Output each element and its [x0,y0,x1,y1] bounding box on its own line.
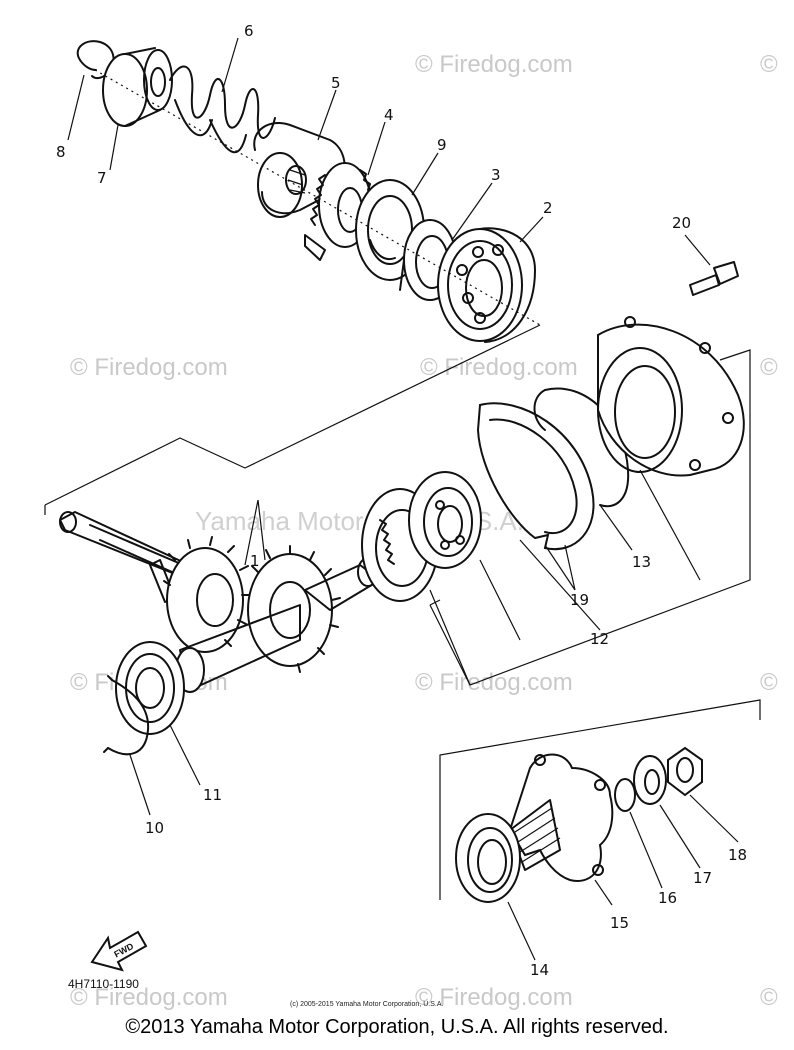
watermark: © Firedog.com [415,984,573,1011]
callout-17: 17 [693,869,712,887]
part-7-collar [102,47,173,127]
small-copyright: (c) 2005-2015 Yamaha Motor Corporation, … [290,1001,443,1008]
callout-15: 15 [610,914,629,932]
part-10-circlip [103,675,150,756]
callout-14: 14 [530,961,549,979]
assembly-12 [361,316,751,686]
callout-6: 6 [244,22,254,40]
watermark: © [760,669,778,696]
callout-10: 10 [145,819,164,837]
callout-12: 12 [590,630,609,648]
callout-2: 2 [543,199,553,217]
footer-copyright: ©2013 Yamaha Motor Corporation, U.S.A. A… [125,1016,669,1038]
part-20-bolt [689,261,739,296]
part-11-bearing [115,641,185,735]
watermark: © Firedog.com [415,51,573,78]
part-2-bearing [437,227,536,343]
watermark: © [760,354,778,381]
callout-16: 16 [658,889,677,907]
callout-5: 5 [331,74,341,92]
watermark: © [760,984,778,1011]
callout-7: 7 [97,169,107,187]
diagram-code: 4H7110-1190 [68,977,139,991]
upper-shaft-assembly [76,40,541,343]
lower-hub-assembly [439,699,761,903]
callout-9: 9 [437,136,447,154]
part-5-sleeve [253,122,346,218]
leader-lines [67,37,739,961]
assembly-1-frame [44,324,541,515]
callout-8: 8 [56,143,66,161]
part-6-spring [169,65,276,154]
watermark: © Firedog.com [70,354,228,381]
fwd-arrow: FWD [90,930,148,972]
part-8-circlip [76,40,115,80]
callout-1: 1 [250,552,260,570]
watermark: © Firedog.com [420,354,578,381]
callout-13: 13 [632,553,651,571]
part-1-shaft-gear [59,511,381,693]
callout-3: 3 [491,166,501,184]
callout-4: 4 [384,106,394,124]
watermark: © Firedog.com [415,669,573,696]
callouts: 1 2 3 4 5 6 7 8 9 10 11 12 13 14 15 16 1… [56,22,747,979]
watermark: © Firedog.com [70,984,228,1011]
watermark: © [760,51,778,78]
callout-11: 11 [203,786,222,804]
callout-19: 19 [570,591,589,609]
callout-20: 20 [672,214,691,232]
callout-18: 18 [728,846,747,864]
